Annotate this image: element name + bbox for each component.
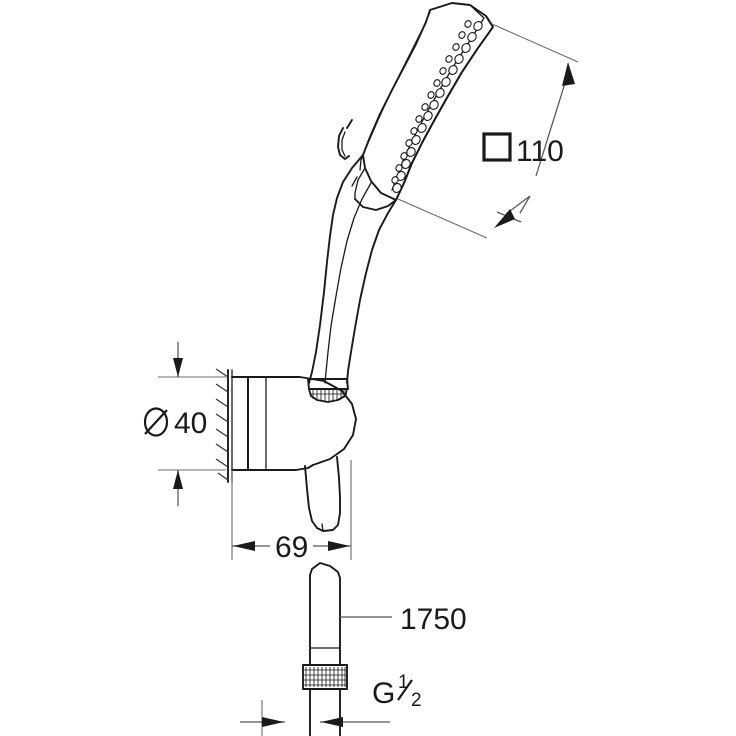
arrowhead-left — [262, 717, 284, 727]
shower-hose — [302, 562, 348, 736]
dimension-label-thread-denominator: 2 — [411, 690, 422, 711]
shower-handle — [307, 119, 397, 403]
square-section-symbol — [482, 132, 512, 162]
dimension-label-1750: 1750 — [400, 603, 467, 636]
arrowhead-right — [321, 717, 343, 727]
arrowhead-top — [562, 62, 575, 86]
arrowhead-bottom — [494, 209, 515, 228]
wall-bracket — [231, 376, 357, 532]
dimension-bracket-projection: 69 — [231, 460, 352, 564]
dimension-hose-thread: G 1 2 — [240, 672, 422, 736]
diameter-symbol — [143, 407, 169, 437]
spray-nozzle-pattern — [391, 20, 483, 193]
dimension-hose-length: 1750 — [340, 603, 467, 636]
shower-head — [354, 2, 494, 211]
arrowhead-bottom — [173, 470, 183, 489]
dimension-label-40: 40 — [174, 407, 207, 440]
handle-collar — [307, 378, 349, 403]
arrowhead-left — [233, 541, 255, 551]
dimension-label-thread-numerator: 1 — [398, 672, 409, 693]
dimension-head-size: 110 — [397, 23, 579, 239]
dimension-label-69: 69 — [275, 531, 308, 564]
dimension-label-thread-g: G — [372, 677, 395, 710]
hose-connector — [302, 664, 348, 690]
arrowhead-top — [173, 358, 183, 377]
dimension-label-110: 110 — [516, 135, 564, 168]
wall-surface — [215, 368, 233, 483]
arrowhead-right — [328, 541, 350, 551]
dimension-bracket-diameter: 40 — [143, 342, 226, 506]
